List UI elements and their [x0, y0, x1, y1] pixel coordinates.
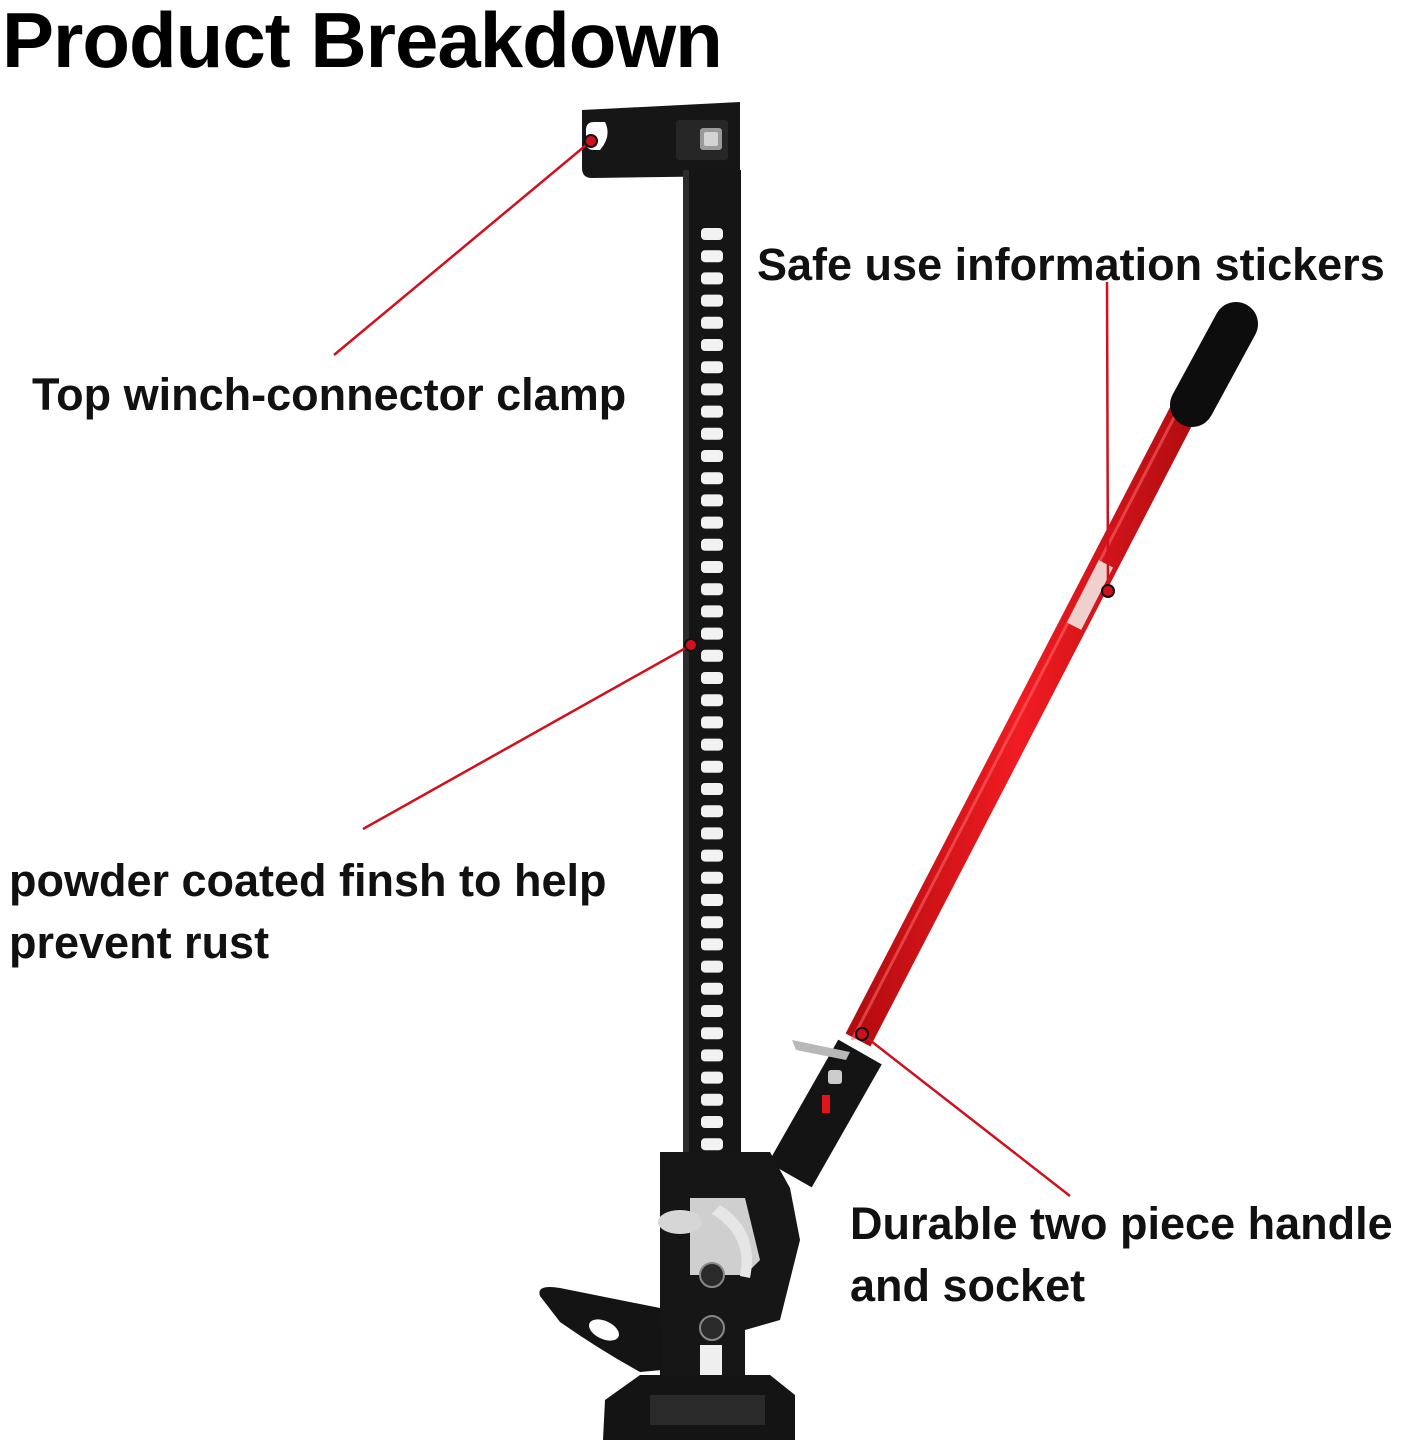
rack-hole	[701, 960, 723, 973]
rack-hole	[701, 383, 723, 396]
jack-base-plate	[603, 1375, 795, 1440]
rack-hole	[701, 494, 723, 507]
rack-hole	[701, 871, 723, 884]
rack-hole	[701, 1116, 723, 1128]
callout-handle-line-2: and socket	[850, 1260, 1086, 1311]
marker-dot-powder	[684, 638, 698, 652]
rack-hole	[701, 627, 723, 640]
rack-hole	[701, 516, 723, 529]
callout-powder-line-2: prevent rust	[9, 917, 270, 968]
callout-handle-socket: Durable two piece handle and socket	[850, 1193, 1393, 1317]
marker-dot-top-clamp	[584, 134, 598, 148]
leader-line-safe-use	[1105, 281, 1110, 592]
rack-hole	[701, 1138, 723, 1151]
rack-hole	[701, 649, 723, 662]
leader-line-top-clamp	[333, 140, 592, 356]
callout-handle-line-1: Durable two piece handle	[850, 1198, 1393, 1249]
rack-hole	[701, 916, 723, 929]
marker-dot-handle	[855, 1027, 869, 1041]
rack-hole	[701, 894, 723, 906]
jack-foot	[539, 1287, 662, 1372]
rack-hole	[701, 561, 723, 573]
rack-hole	[701, 672, 723, 684]
rack-hole	[701, 605, 723, 618]
callout-safe-use-stickers: Safe use information stickers	[757, 239, 1385, 290]
rack-hole	[701, 472, 723, 485]
rack-hole	[701, 938, 723, 951]
rack-hole	[701, 760, 723, 773]
rack-hole	[701, 694, 723, 707]
rack-hole	[701, 1093, 723, 1106]
rack-hole	[701, 538, 723, 551]
rack-hole	[701, 294, 723, 307]
rack-hole	[701, 716, 723, 729]
page-title: Product Breakdown	[2, 0, 723, 84]
rack-hole	[701, 738, 723, 751]
top-winch-clamp	[582, 102, 740, 178]
rack-hole	[701, 1071, 723, 1084]
rack-hole	[701, 339, 723, 351]
rack-hole	[701, 316, 723, 329]
rack-hole	[701, 583, 723, 596]
rack-hole	[701, 783, 723, 795]
rack-hole	[701, 228, 723, 240]
rack-hole	[701, 1049, 723, 1062]
callout-top-clamp: Top winch-connector clamp	[32, 369, 627, 420]
leader-line-powder	[362, 643, 692, 831]
handle-socket	[768, 1039, 882, 1188]
callout-powder-coated: powder coated finsh to help prevent rust	[9, 850, 607, 974]
rack-hole	[701, 1027, 723, 1040]
rack-hole	[701, 827, 723, 840]
rack-hole	[701, 405, 723, 418]
rack-hole	[701, 982, 723, 995]
callout-powder-line-1: powder coated finsh to help	[9, 855, 607, 906]
rack-hole	[701, 427, 723, 440]
marker-dot-safe-use	[1101, 584, 1115, 598]
red-handle	[845, 338, 1231, 1047]
rack-hole	[701, 272, 723, 285]
leader-line-handle	[861, 1033, 1071, 1197]
jack-bar	[683, 170, 741, 1180]
rack-hole	[701, 450, 723, 462]
handle-grip	[1170, 302, 1258, 427]
rack-hole	[701, 805, 723, 818]
rack-hole	[701, 361, 723, 374]
rack-hole	[701, 250, 723, 263]
rack-hole	[701, 849, 723, 862]
jack-mechanism	[658, 1152, 800, 1380]
rack-hole	[701, 1005, 723, 1017]
